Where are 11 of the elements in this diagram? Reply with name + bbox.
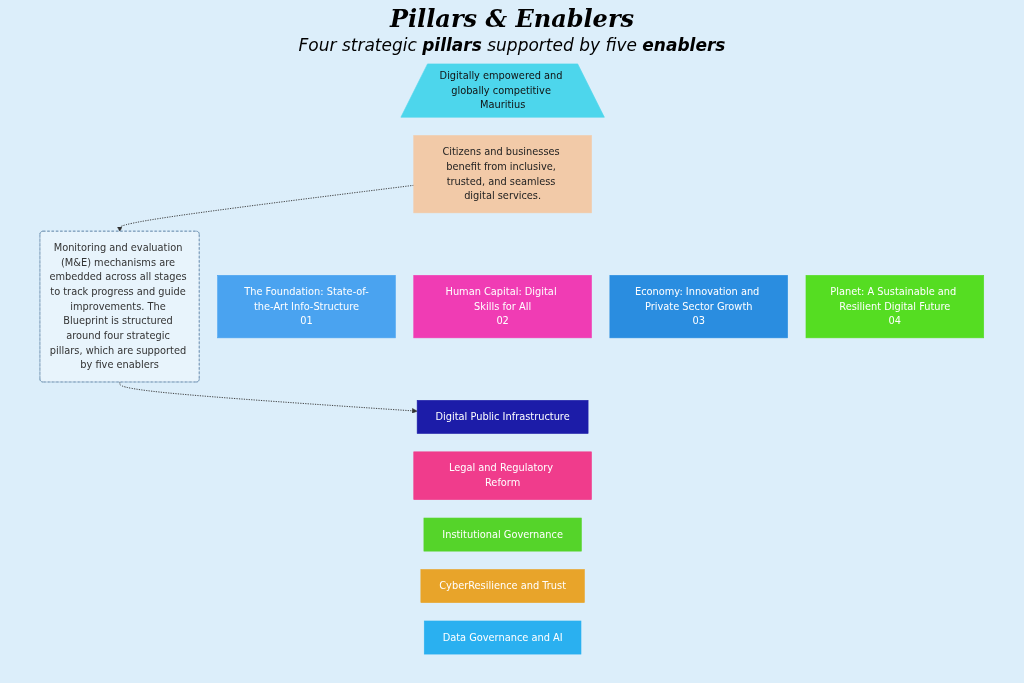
node-box: Institutional Governance	[423, 517, 582, 552]
diagram-title: Pillars & Enablers	[389, 4, 635, 33]
node-box: Legal and Regulatory Reform	[413, 451, 592, 500]
node-box: Data Governance and AI	[424, 620, 582, 655]
node-box: Economy: Innovation and Private Sector Growth 03	[609, 275, 789, 339]
node-box: The Foundation: State-of-the-Art Info-Structure 01	[217, 275, 396, 339]
node-box: Human Capital: Digital Skills for All 02	[413, 275, 592, 339]
node-box: CyberResilience and Trust	[420, 569, 585, 603]
node-box: Planet: A Sustainable and Resilient Digital Future 04	[805, 275, 985, 339]
node-box: Citizens and businesses benefit from inclusive, trusted, and seamless digital services.	[413, 135, 592, 214]
node-box: Digital Public Infrastructure	[417, 400, 589, 434]
